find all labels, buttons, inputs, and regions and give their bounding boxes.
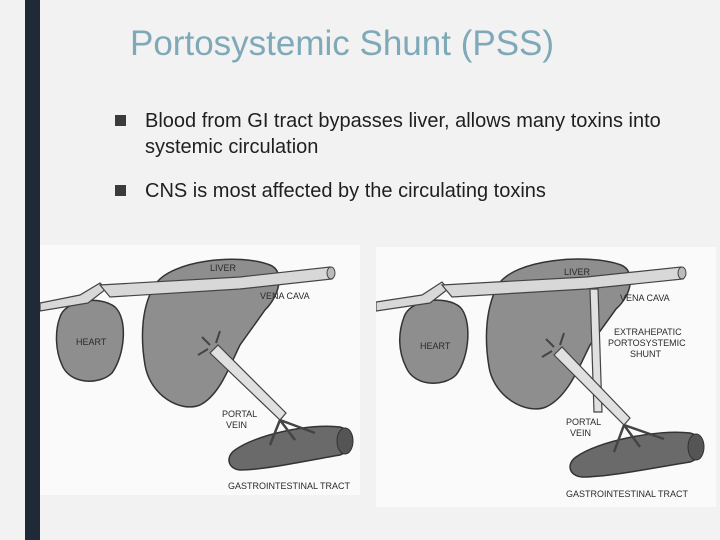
gi-tract-label: GASTROINTESTINAL TRACT — [228, 481, 351, 491]
vena-cava-label: VENA CAVA — [260, 291, 310, 301]
square-bullet-icon — [115, 185, 126, 196]
bullet-item: CNS is most affected by the circulating … — [115, 178, 695, 204]
vein-label: VEIN — [226, 420, 247, 430]
normal-anatomy-diagram: LIVER VENA CAVA HEART PORTAL VEIN GASTRO… — [39, 245, 360, 495]
shunt-anatomy-diagram: LIVER VENA CAVA HEART EXTRAHEPATIC PORTO… — [375, 247, 716, 507]
shunt-anatomy-illustration: LIVER VENA CAVA HEART EXTRAHEPATIC PORTO… — [375, 258, 705, 499]
vein-label: VEIN — [570, 428, 591, 438]
portal-vein-shape — [209, 344, 287, 421]
portal-label: PORTAL — [566, 417, 601, 427]
bullet-text: Blood from GI tract bypasses liver, allo… — [145, 110, 661, 158]
slide-title: Portosystemic Shunt (PSS) — [130, 24, 555, 63]
bullet-list: Blood from GI tract bypasses liver, allo… — [115, 108, 695, 222]
square-bullet-icon — [115, 115, 126, 126]
liver-shape — [141, 258, 280, 408]
gi-tract-label: GASTROINTESTINAL TRACT — [566, 489, 689, 499]
bullet-text: CNS is most affected by the circulating … — [145, 180, 546, 202]
normal-anatomy-illustration: LIVER VENA CAVA HEART PORTAL VEIN GASTRO… — [39, 258, 354, 491]
heart-shape — [55, 299, 125, 382]
portal-vein-shape — [553, 346, 631, 426]
accent-bar — [25, 0, 40, 540]
shunt-label-line1: EXTRAHEPATIC — [614, 327, 682, 337]
liver-label: LIVER — [210, 263, 237, 273]
shunt-label-line3: SHUNT — [630, 349, 662, 359]
heart-label: HEART — [76, 337, 107, 347]
liver-label: LIVER — [564, 267, 591, 277]
vena-cava-label: VENA CAVA — [620, 293, 670, 303]
shunt-label-line2: PORTOSYSTEMIC — [608, 338, 686, 348]
gi-tract-shape — [569, 431, 703, 478]
portal-label: PORTAL — [222, 409, 257, 419]
heart-label: HEART — [420, 341, 451, 351]
heart-shape — [399, 299, 469, 384]
bullet-item: Blood from GI tract bypasses liver, allo… — [115, 108, 695, 160]
gi-tract-shape — [228, 425, 352, 471]
